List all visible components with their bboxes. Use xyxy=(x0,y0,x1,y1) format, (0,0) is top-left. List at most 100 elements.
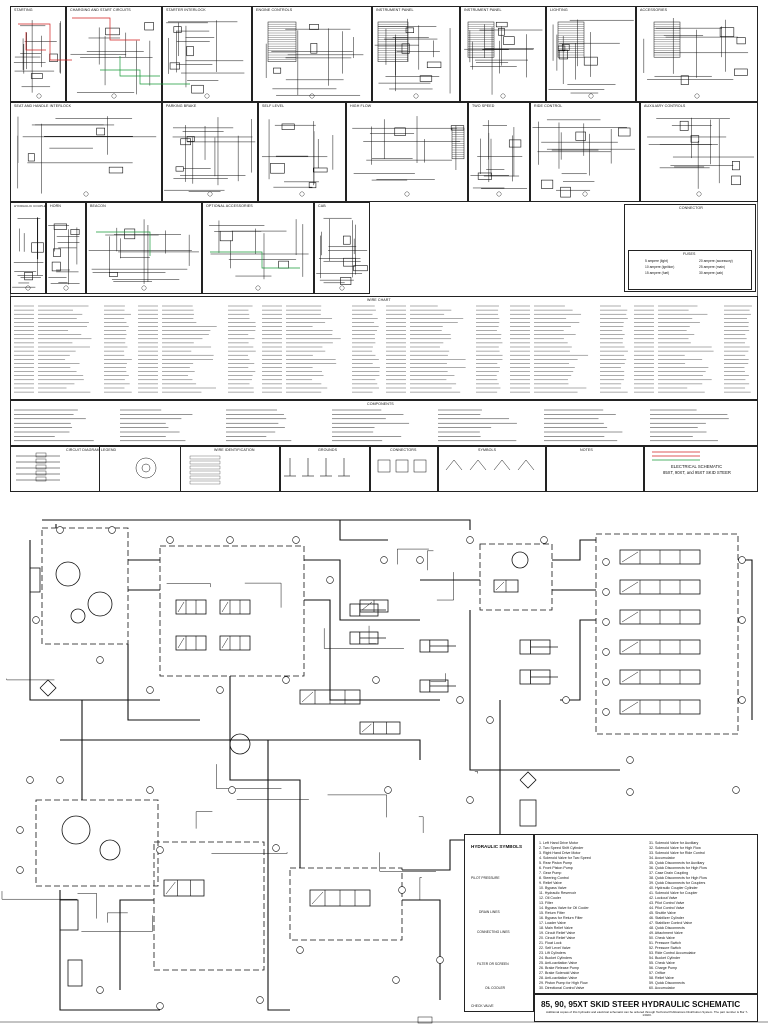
component xyxy=(477,172,492,180)
legend-title: CIRCUIT DIAGRAM LEGEND xyxy=(66,448,117,452)
component xyxy=(310,43,318,54)
hydraulic-line xyxy=(119,899,154,990)
legend-item: 52. Pressure Switch xyxy=(649,946,681,950)
component xyxy=(270,163,285,174)
legend-item: 44. Pilot Control Valve xyxy=(649,906,685,910)
symbol xyxy=(189,465,221,470)
callout-bubble xyxy=(96,986,104,994)
legend-title: CONNECTORS xyxy=(390,448,417,452)
component xyxy=(309,24,319,30)
legend-connectors xyxy=(370,446,438,492)
symbol xyxy=(189,475,221,480)
callout xyxy=(25,285,31,291)
callout-bubble xyxy=(272,844,280,852)
legend-item: 2. Two Speed Shift Cylinder xyxy=(539,846,584,850)
wire-chart: WIRE CHART xyxy=(10,296,758,400)
two-speed-spool xyxy=(359,721,401,735)
callout-bubble xyxy=(738,616,746,624)
callout-bubble xyxy=(392,976,400,984)
pilot-spool xyxy=(163,879,205,897)
legend-item: 30. Directional Control Valve xyxy=(539,986,585,990)
legend-item: 5. Rear Piston Pump xyxy=(539,861,573,865)
component xyxy=(353,265,368,272)
pilot-line xyxy=(397,548,429,565)
high-flow-valve xyxy=(289,867,403,941)
component xyxy=(186,46,194,57)
filter-symbol xyxy=(519,771,537,789)
legend-item: 10. Bypass Valve xyxy=(539,886,567,890)
component xyxy=(144,22,154,31)
elec-box-title: ENGINE CONTROLS xyxy=(256,8,293,12)
legend-item: 49. Attachment Valve xyxy=(649,931,683,935)
component xyxy=(308,182,317,189)
elec-box-high-flow: HIGH FLOW xyxy=(346,102,468,202)
component xyxy=(419,75,433,82)
legend-item: 21. Float Lock xyxy=(539,941,562,945)
component xyxy=(53,223,67,230)
hydraulic-symbols-panel: HYDRAULIC SYMBOLS PILOT PRESSURE DRAIN L… xyxy=(464,834,534,1012)
component xyxy=(340,277,352,285)
fuse-panel-title: FUSES xyxy=(683,252,696,256)
component xyxy=(343,257,356,267)
legend-notes xyxy=(546,446,644,492)
callout-bubble xyxy=(602,618,610,626)
component xyxy=(313,167,328,173)
title-block-line: 85XT, 90XT, and 95XT SKID STEER xyxy=(663,470,731,475)
legend-item: 48. Quick Disconnects xyxy=(649,926,685,930)
flow-arrow xyxy=(177,601,185,613)
fuse-line: 30 ampere (cab) xyxy=(699,271,724,275)
legend-item: 4. Solenoid Valve for Two Speed xyxy=(539,856,591,860)
legend-item: 9. Relief Valve xyxy=(539,881,562,885)
pilot-control-valve xyxy=(153,841,265,971)
callout-bubble xyxy=(456,696,464,704)
legend-item: 24. Bucket Cylinders xyxy=(539,956,572,960)
callout-bubble xyxy=(602,558,610,566)
drive-motor xyxy=(99,839,121,861)
flow-arrow xyxy=(165,881,176,895)
hydraulic-footnote: Additional copies of this hydraulic and … xyxy=(546,1010,748,1018)
hydraulic-symbols-title: HYDRAULIC SYMBOLS xyxy=(471,844,523,849)
hydraulic-line xyxy=(59,890,160,1011)
pilot-line xyxy=(6,678,55,681)
flow-arrow xyxy=(621,671,639,683)
callout-bubble xyxy=(416,556,424,564)
component xyxy=(219,230,233,242)
symbol xyxy=(135,457,157,479)
component xyxy=(96,127,105,136)
symbol-label: PILOT PRESSURE xyxy=(471,876,500,880)
component xyxy=(169,62,180,70)
callout-bubble xyxy=(56,526,64,534)
legend-item: 32. Solenoid Valve for High Flow xyxy=(649,846,701,850)
loader-valve xyxy=(159,545,305,677)
pilot-line xyxy=(81,915,153,932)
legend-item: 53. Ride Control Accumulator xyxy=(649,951,696,955)
legend-item: 54. Bucket Cylinder xyxy=(649,956,681,960)
callout xyxy=(496,191,502,197)
legend-item: 39. Quick Disconnects for Couplers xyxy=(649,881,706,885)
fuse-line: 15 ampere (fuel) xyxy=(645,271,670,275)
component xyxy=(51,261,61,272)
legend-item: 16. Bypass for Return Filter xyxy=(539,916,583,920)
elec-box-title: RIDE CONTROL xyxy=(534,104,563,108)
relief-valve xyxy=(29,567,41,593)
callout xyxy=(339,285,345,291)
flow-arrow xyxy=(361,723,372,733)
legend-item: 29. Piston Pump for High Flow xyxy=(539,981,588,985)
callout-bubble xyxy=(626,756,634,764)
callout-bubble xyxy=(738,556,746,564)
legend-title: WIRE IDENTIFICATION xyxy=(214,448,255,452)
power-wire xyxy=(18,23,72,61)
legend-item: 36. Quick Disconnects for High Flow xyxy=(649,866,707,870)
callout-bubble xyxy=(166,536,174,544)
elec-box-title: SELF LEVEL xyxy=(262,104,285,108)
callout-bubble xyxy=(108,526,116,534)
component xyxy=(405,27,415,33)
hydraulic-line xyxy=(29,540,160,701)
callout xyxy=(694,93,700,99)
legend-item: 23. Lift Cylinders xyxy=(539,951,566,955)
symbol xyxy=(189,455,221,460)
callout xyxy=(696,191,702,197)
callout-bubble xyxy=(732,786,740,794)
elec-box-title: CHARGING AND START CIRCUITS xyxy=(70,8,131,12)
